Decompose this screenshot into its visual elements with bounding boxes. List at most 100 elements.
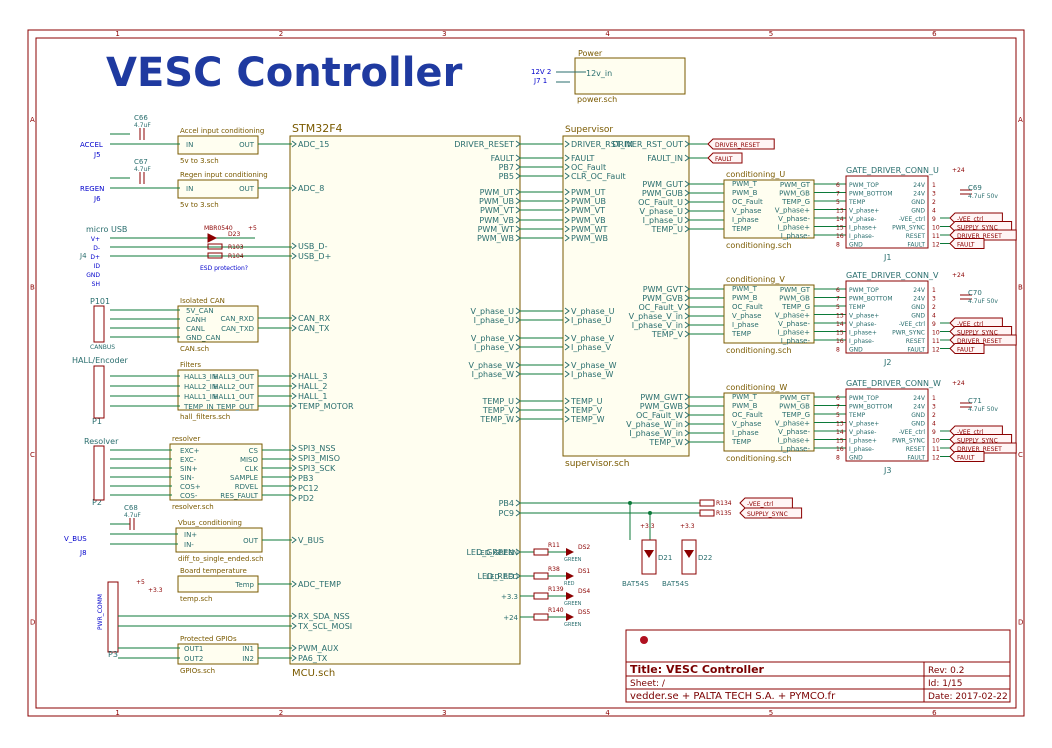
resolver-out-CS: CS (249, 447, 259, 455)
mcu-pin-PB4: PB4 (499, 499, 514, 508)
vbus-in-IN-: IN- (184, 541, 194, 549)
supervisor-left-marker (564, 197, 570, 205)
hall-connector (93, 365, 105, 419)
mcu-pin-PB5: PB5 (499, 172, 514, 181)
gdc-right-num: 11 (932, 233, 940, 240)
gdc-right-pin: GND (911, 412, 925, 419)
frame-row-right-D: D (1018, 618, 1023, 626)
led-resistor-label: R38 (548, 566, 560, 573)
gdc-left-num: 6 (836, 287, 840, 294)
gdc-right-num: 9 (932, 321, 936, 328)
led-net-2: +3.3 (501, 593, 518, 601)
led-net-1: LED_RED (486, 573, 518, 581)
supervisor-pin-PWM_GWB: PWM_GWB (640, 402, 683, 411)
gdc-supply: +24 (952, 272, 965, 279)
frame-col-bottom-1: 1 (115, 709, 119, 717)
gdc-left-num: 15 (836, 438, 844, 445)
gdc-left-num: 13 (836, 208, 844, 215)
gdc-left-pin: V_phase- (849, 216, 876, 223)
comm-conn: P3 (108, 650, 118, 659)
conditioning-right-pin: PWM_GB (779, 190, 810, 198)
gdc-right-num: 12 (932, 242, 940, 249)
frame-row-A: A (30, 116, 35, 124)
gdc-supply: +24 (952, 380, 965, 387)
supervisor-pin-I_phase_U: I_phase_U (643, 216, 684, 225)
title-block-rev: Rev: 0.2 (928, 666, 964, 676)
title-block-sheet: Sheet: / (630, 679, 666, 689)
gdc-left-num: 5 (836, 412, 840, 419)
gdc-left-pin: TEMP (848, 304, 866, 311)
regen-sheet (177, 179, 259, 199)
accel-conn: J5 (93, 151, 101, 159)
led-resistor-label: R139 (548, 586, 564, 593)
temp-sheet-name: Board temperature (180, 567, 247, 575)
gdc-right-pin: FAULT (907, 455, 925, 462)
supervisor-pin-DRIVER_RST_OUT: DRIVER_RST_OUT (612, 140, 683, 149)
supervisor-pin-PWM_GUT: PWM_GUT (642, 180, 683, 189)
gdc-left-num: 13 (836, 313, 844, 320)
mcu-pin-PWM_VT: PWM_VT (480, 206, 514, 215)
conditioning-sheet-1 (723, 284, 815, 344)
frame-row-right-B: B (1018, 283, 1023, 291)
mcu-left-pin-marker (291, 484, 297, 492)
title-block-title: Title: VESC Controller (630, 663, 765, 676)
led-name: DS5 (578, 609, 590, 616)
conditioning-right-pin: TEMP_G (781, 198, 810, 206)
gdc-right-pin: 24V (913, 182, 926, 189)
title-block-authors: vedder.se + PALTA TECH S.A. + PYMCO.fr (630, 691, 836, 702)
gdc-left-pin: V_phase+ (849, 421, 879, 428)
resolver-in-COS-: COS- (180, 492, 198, 500)
supervisor-pin-TEMP_U: TEMP_U (650, 225, 683, 234)
hall-sheet (177, 369, 259, 411)
supervisor-left-marker (564, 234, 570, 242)
gdc-right-num: 10 (932, 225, 940, 232)
gdc-left-pin: TEMP (848, 412, 866, 419)
title-block: Title: VESC Controller Sheet: / vedder.s… (625, 629, 1011, 703)
conditioning-left-pin: I_phase (732, 321, 759, 329)
resistor-r103 (207, 243, 223, 250)
gpio-out-OUT2: OUT2 (184, 655, 203, 663)
supervisor-pin-V_phase_U: V_phase_U (571, 307, 615, 316)
mcu-left-pin-marker (291, 464, 297, 472)
net-label-vee-ctrl: -VEE_ctrl (747, 501, 774, 508)
regen-pin-in: IN (186, 185, 193, 193)
gdc-title-2: GATE_DRIVER_CONN_W (846, 379, 941, 388)
gdc-left-pin: GND (849, 347, 863, 354)
led-color: RED (564, 581, 575, 587)
frame-col-bottom-6: 6 (932, 709, 937, 717)
mcu-pin-V_BUS: V_BUS (298, 536, 324, 545)
resistor-label-r104: R104 (228, 253, 244, 260)
supervisor-left-marker (564, 206, 570, 214)
gdc-left-num: 6 (836, 182, 840, 189)
mcu-pin-DRIVER_RESET: DRIVER_RESET (454, 140, 514, 149)
mcu-pin-V_phase_W: V_phase_W (468, 361, 514, 370)
resolver-out-MISO: MISO (240, 456, 259, 464)
can-pin-CANH: CANH (186, 316, 206, 324)
mcu-pin-HALL_2: HALL_2 (298, 382, 328, 391)
gdc-left-pin: GND (849, 455, 863, 462)
mcu-left-pin-marker (291, 140, 297, 148)
gdc-net-fault-1: FAULT (957, 347, 975, 354)
mcu-pin-I_phase_V: I_phase_V (474, 343, 515, 352)
power-sheet (574, 57, 686, 95)
cap-c67-value: 4.7uF (134, 166, 151, 173)
frame-row-right-A: A (1018, 116, 1023, 124)
comm-supply-33: +3.3 (148, 587, 163, 594)
conditioning-left-pin: TEMP (731, 438, 751, 446)
resistor-label-R135: R135 (716, 510, 732, 517)
conditioning-name-2: conditioning_W (726, 383, 787, 392)
supervisor-pin-V_phase_W_in: V_phase_W_in (626, 420, 683, 429)
mcu-pin-TEMP_U: TEMP_U (481, 397, 514, 406)
hall-sheet-file: hall_filters.sch (180, 413, 230, 421)
gdc-cap-name: C70 (968, 289, 982, 297)
gdc-title-0: GATE_DRIVER_CONN_U (846, 166, 939, 175)
resolver-out-RES_FAULT: RES_FAULT (220, 492, 258, 500)
supervisor-pin-PWM_GWT: PWM_GWT (640, 393, 683, 402)
mcu-left-pin-marker (291, 184, 297, 192)
gdc-right-num: 2 (932, 412, 936, 419)
conditioning-right-pin: TEMP_G (781, 303, 810, 311)
mcu-pin-PWM_VB: PWM_VB (479, 216, 514, 225)
